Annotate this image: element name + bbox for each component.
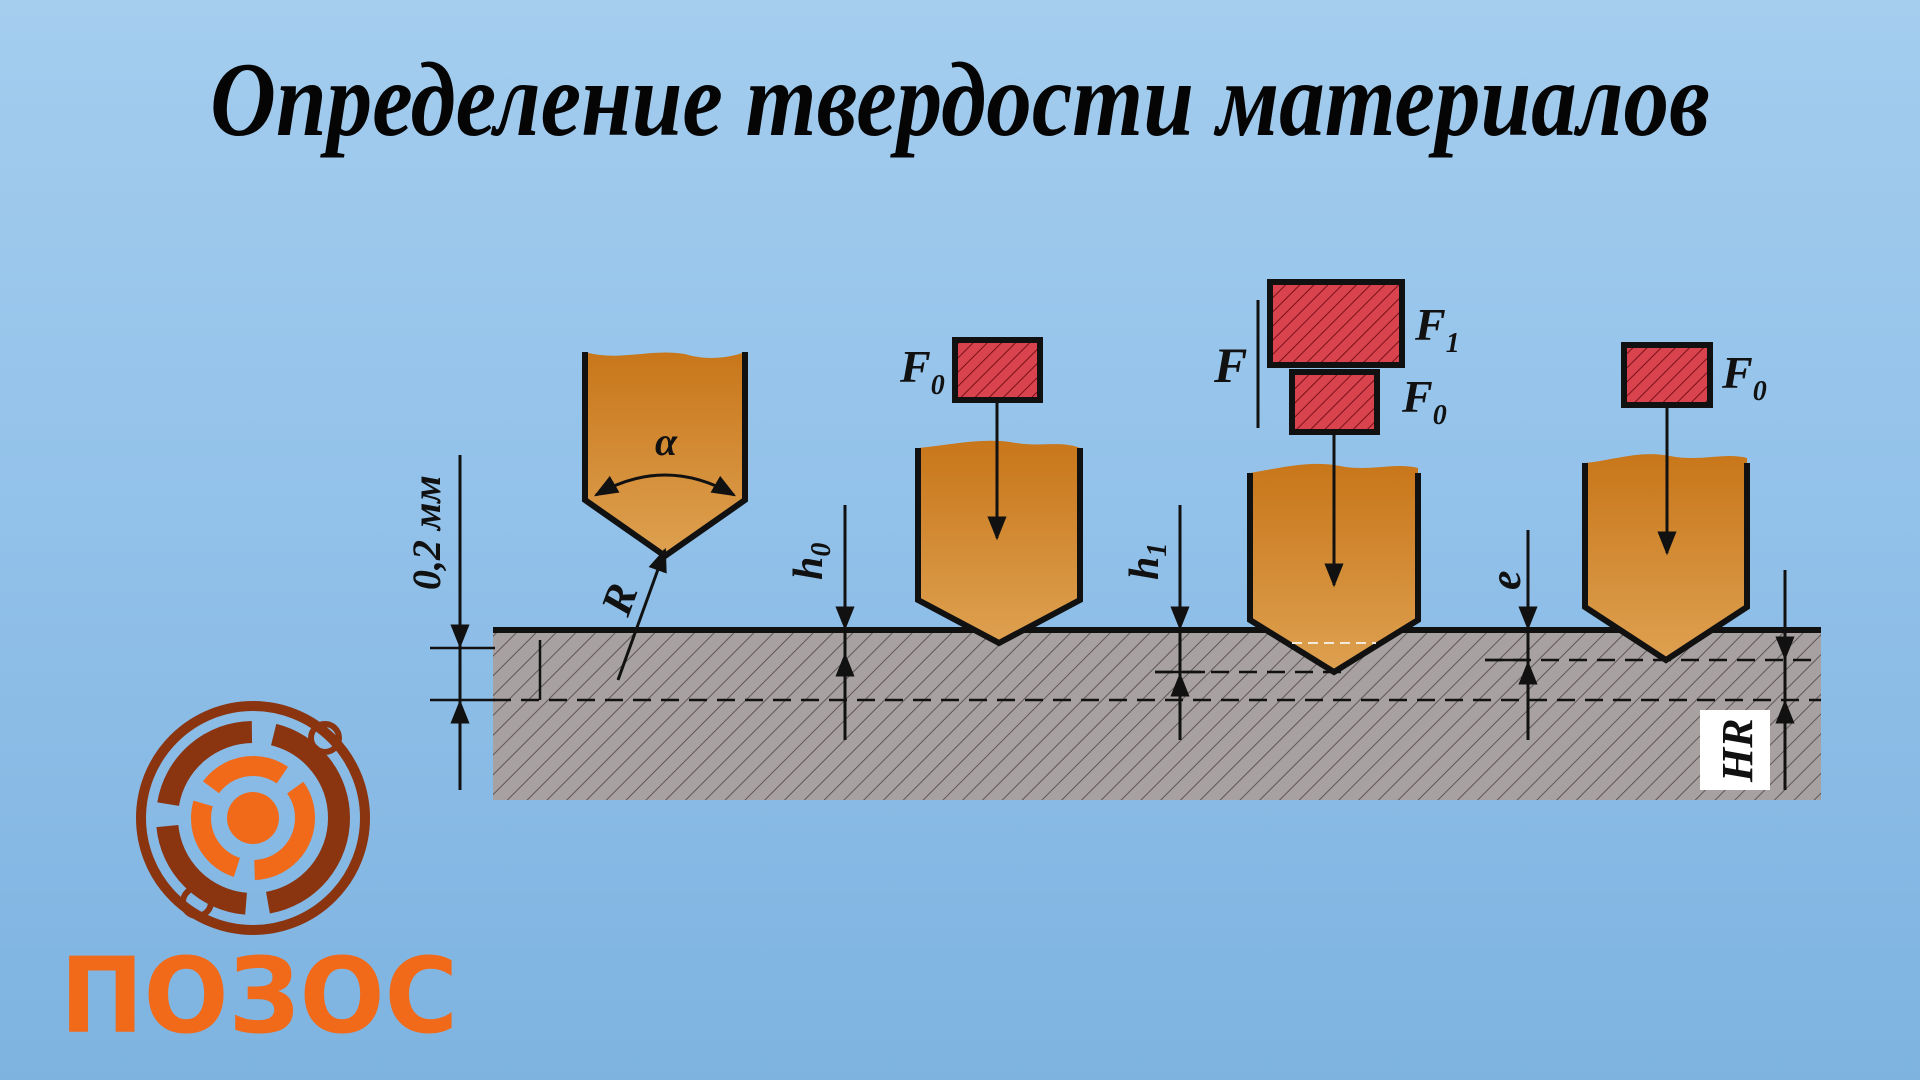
svg-text:h0: h0 xyxy=(786,543,837,580)
f1-label: F1 xyxy=(1414,299,1460,359)
h1-subscript: 1 xyxy=(1142,543,1173,557)
indenter-full-load: F F1 F0 xyxy=(1213,279,1460,676)
material-block xyxy=(493,627,1821,800)
logo-core-icon xyxy=(227,792,279,844)
h0-label: h xyxy=(786,557,832,580)
logo-middle-ring-icon xyxy=(156,721,350,915)
weight-f0-c xyxy=(1621,342,1713,408)
h0-subscript: 0 xyxy=(806,543,837,557)
f0-a-label: F0 xyxy=(899,341,945,401)
logo-outer-ring-icon xyxy=(136,701,370,935)
pozos-logo: ПОЗОС xyxy=(60,701,458,1057)
weight-f1 xyxy=(1267,279,1405,368)
indenter-unloaded: F0 xyxy=(1582,342,1767,664)
indenter-preload: F0 xyxy=(899,337,1083,647)
f0-c-label: F0 xyxy=(1721,347,1767,407)
logo-inner-ring-icon xyxy=(191,756,315,880)
e-label: e xyxy=(1481,570,1530,590)
h1-label: h xyxy=(1122,557,1168,580)
depth-02mm-dimension: 0,2 мм xyxy=(404,455,495,790)
hr-badge xyxy=(1700,710,1770,790)
h0-dimension: h0 xyxy=(786,505,855,740)
hr-label: HR xyxy=(1713,718,1762,783)
h1-dimension: h1 xyxy=(1122,505,1205,740)
hr-dimension: HR xyxy=(1700,570,1795,790)
e-dimension: e xyxy=(1481,530,1538,740)
weight-f0-a xyxy=(952,337,1043,403)
indenter-cone-initial: α R xyxy=(582,352,748,681)
radius-label: R xyxy=(591,577,647,622)
page-title: Определение твердости материалов xyxy=(210,41,1710,158)
alpha-label: α xyxy=(655,419,678,464)
weight-f0-b xyxy=(1289,369,1380,435)
svg-text:h1: h1 xyxy=(1122,543,1173,580)
depth-02mm-label: 0,2 мм xyxy=(404,475,449,590)
logo-text: ПОЗОС xyxy=(60,935,458,1057)
f-total-label: F xyxy=(1213,337,1247,393)
f0-b-label: F0 xyxy=(1401,371,1447,431)
